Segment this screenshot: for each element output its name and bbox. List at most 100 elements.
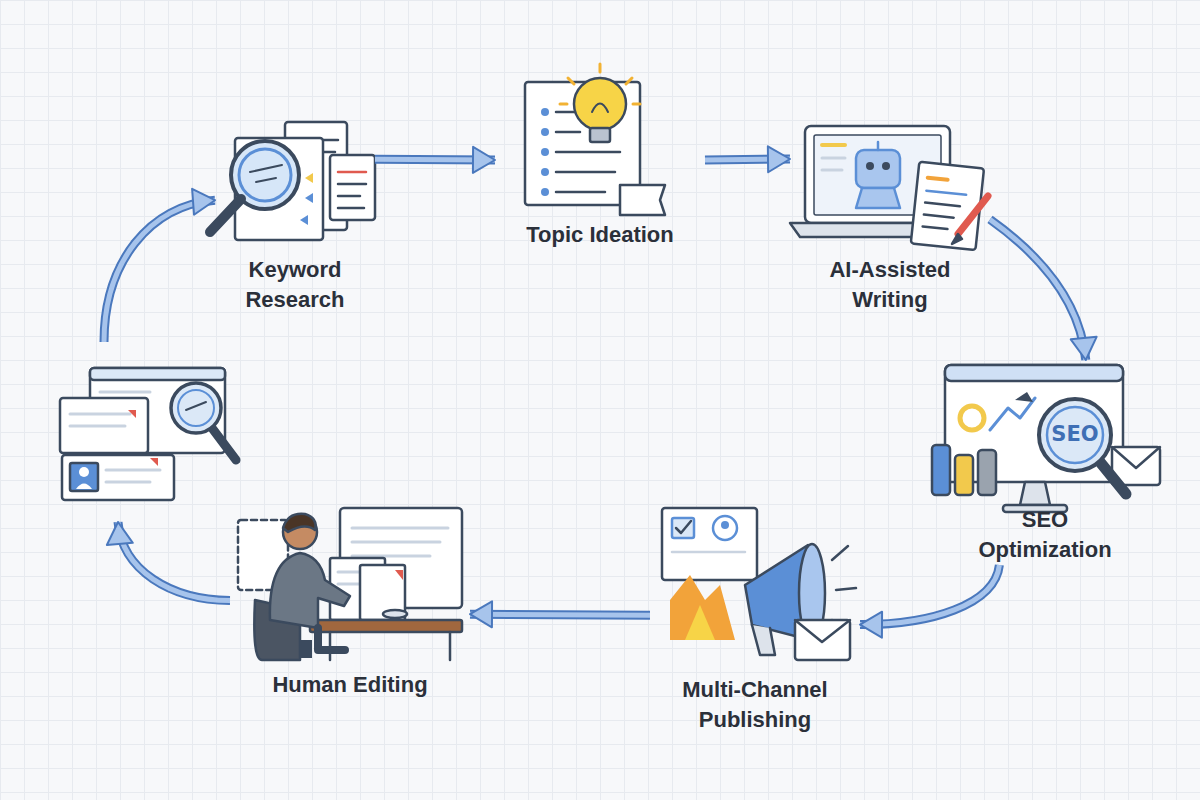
flow-arrow (705, 146, 790, 172)
ai-writing-icon (856, 188, 900, 208)
process-step: Human Editing (230, 505, 470, 700)
topic-ideation-icon (541, 188, 549, 196)
ai-writing-icon (925, 203, 960, 207)
arrow-head (1071, 337, 1097, 360)
publishing-icon (795, 620, 850, 642)
human-editing-icon (352, 541, 440, 544)
publishing-icon (832, 546, 848, 560)
seo-icon (1020, 482, 1050, 505)
topic-ideation-icon (556, 171, 615, 174)
process-step: SEO Optimization (925, 360, 1165, 565)
ai-writing-icon (822, 157, 845, 160)
topic-ideation-icon (626, 78, 632, 84)
arrow-line (375, 155, 495, 165)
flow-arrow (990, 219, 1097, 360)
topic-ideation-icon (560, 103, 567, 106)
arrow-line (470, 612, 650, 618)
seo-icon (1112, 447, 1160, 468)
arrow-head (768, 146, 790, 172)
ai-writing-icon (822, 143, 845, 147)
keyword-research-icon (210, 199, 241, 232)
topic-ideation-icon (541, 148, 549, 156)
publishing-icon (685, 605, 715, 640)
review-icon (62, 455, 174, 500)
publishing-icon (670, 575, 735, 640)
publishing-icon (676, 521, 691, 533)
keyword-research-icon (305, 173, 313, 183)
ai-writing-icon (952, 234, 962, 244)
human-editing-icon (449, 632, 452, 660)
seo-icon (945, 365, 1123, 381)
arrow-head (192, 189, 215, 215)
review-icon (128, 410, 136, 418)
keyword-research-icon (338, 171, 366, 174)
arrow-line (118, 522, 230, 601)
arrow-head (470, 601, 492, 627)
publishing-icon (713, 516, 737, 540)
seo-icon (990, 398, 1035, 430)
seo-icon (960, 406, 984, 430)
publishing-icon (662, 508, 757, 580)
arrow-line (990, 219, 1086, 360)
ai-writing-icon (911, 162, 984, 250)
topic-ideation-icon (525, 64, 665, 215)
ai-writing-icon (923, 226, 948, 229)
ai-writing-icon (926, 191, 966, 195)
publishing-icon (795, 620, 850, 660)
flow-arrow (104, 189, 230, 601)
arrow-line (470, 610, 650, 620)
ai-writing-icon (882, 162, 890, 170)
step-label: SEO Optimization (965, 505, 1125, 565)
flow-arrow (375, 147, 495, 173)
ai-writing-icon (866, 162, 874, 170)
arrow-line (104, 200, 215, 342)
keyword-research-icon (305, 193, 313, 203)
publishing-icon (721, 521, 729, 529)
step-label: Topic Ideation (526, 220, 673, 250)
keyword-research-icon (330, 155, 375, 220)
review-icon (171, 383, 221, 433)
step-label: AI-Assisted Writing (815, 255, 965, 315)
human-editing-icon (352, 527, 448, 530)
keyword-research-icon (300, 215, 308, 225)
seo-icon (932, 445, 950, 495)
ai-writing-icon (822, 169, 842, 172)
human-editing-icon (283, 514, 316, 532)
topic-ideation-icon (556, 131, 580, 134)
review-icon (178, 390, 214, 426)
arrow-line (705, 159, 790, 160)
review-icon (186, 402, 206, 410)
review-icon (90, 368, 225, 380)
publishing-icon (672, 551, 745, 554)
process-step: Topic Ideation (495, 70, 705, 250)
step-label: Human Editing (272, 670, 427, 700)
review-icon (212, 428, 236, 460)
keyword-research-icon (210, 122, 375, 240)
review-icon (150, 458, 158, 466)
seo-icon (1100, 462, 1126, 494)
arrow-line (705, 159, 790, 160)
topic-ideation-icon (556, 111, 575, 114)
publishing-icon (662, 508, 856, 660)
keyword-research-icon (338, 183, 366, 186)
flow-arrow (860, 565, 999, 638)
review-icon (70, 413, 130, 416)
keyword-research-icon (239, 149, 291, 201)
human-editing-icon (395, 570, 403, 580)
arrow-line (118, 522, 230, 601)
keyword-research-icon (338, 195, 360, 198)
arrow-line (375, 157, 495, 163)
topic-ideation-icon (590, 128, 610, 142)
human-editing-icon (383, 610, 407, 618)
human-editing-icon (300, 640, 312, 658)
topic-ideation-icon (568, 78, 574, 84)
ai-writing-icon (924, 215, 954, 218)
ai-writing-icon (877, 142, 880, 150)
arrow-line (860, 565, 999, 625)
human-editing-icon (310, 620, 462, 632)
keyword-research-icon (256, 178, 276, 182)
